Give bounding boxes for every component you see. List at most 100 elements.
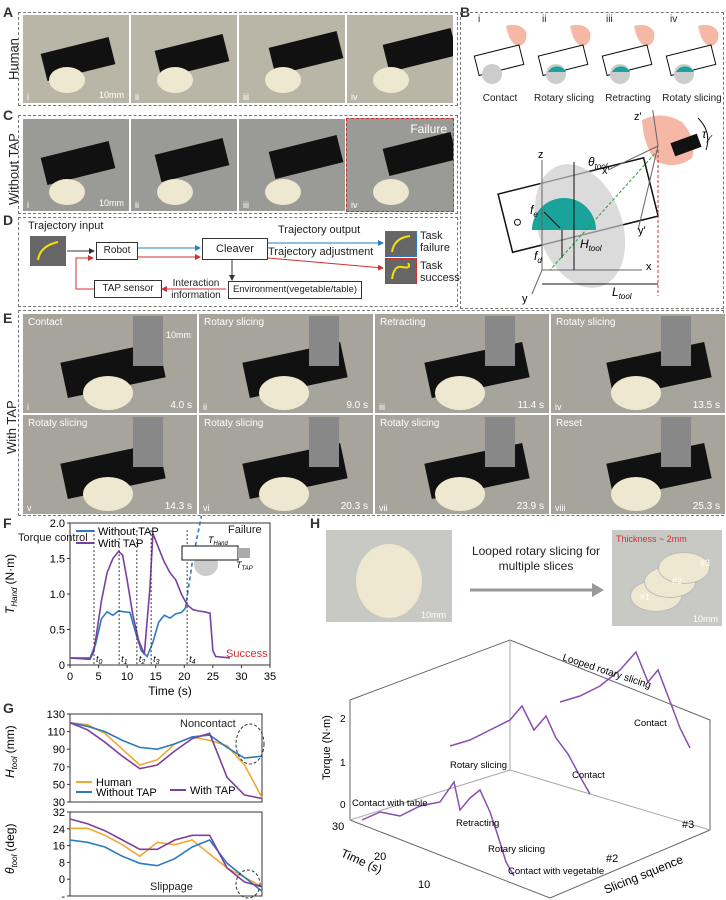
vegetable-photo — [157, 179, 193, 205]
time-marker-label: t3 — [153, 654, 160, 666]
frame-roman: i — [27, 200, 29, 210]
y-tick-label: - — [61, 891, 65, 900]
fe-label: fe — [530, 203, 538, 219]
photo-a-3: iii — [238, 14, 346, 104]
legend-label: With TAP — [190, 785, 235, 797]
frame-caption: Rotaty slicing — [556, 317, 616, 328]
plot3d-ytick-30: 30 — [332, 821, 344, 833]
y-axis — [531, 269, 543, 295]
step-label-3: Retracting — [605, 93, 651, 104]
x-tick-label: 30 — [235, 671, 247, 683]
slices-photo-scale: 10mm — [692, 614, 718, 624]
panel-d-frame — [18, 217, 458, 307]
trajectory-curve-icon — [37, 241, 59, 261]
frame-time: 20.3 s — [340, 501, 368, 512]
vegetable-photo — [611, 376, 661, 410]
x-tick-label: 25 — [207, 671, 219, 683]
series-line-1 — [69, 839, 263, 892]
robot-arm-photo — [309, 316, 339, 366]
theta-tool-label: θtool — [588, 155, 608, 171]
frame-caption: Retracting — [380, 317, 426, 328]
frame-time: 9.0 s — [346, 400, 368, 411]
vegetable-photo — [49, 179, 85, 205]
y-axis-label: θtool(deg) — [3, 824, 19, 874]
interaction-information-label: Interaction information — [171, 278, 221, 301]
vegetable-slice-photo — [356, 544, 422, 618]
inset-cleaver — [181, 545, 239, 561]
panel-d-arrows — [67, 240, 384, 292]
panel-letter-a: A — [3, 4, 14, 20]
green-dashed-line — [549, 149, 659, 271]
y-tick-label: 2.0 — [50, 518, 65, 530]
photo-e-4: Rotaty slicing 13.5 s iv — [550, 313, 726, 414]
vegetable-photo — [435, 376, 485, 410]
vegetable-photo — [265, 179, 301, 205]
inset-t-tap: TTAP — [236, 560, 253, 572]
step-label-1: Contact — [482, 93, 518, 104]
scale-bar-label: 10mm — [165, 330, 191, 340]
y-tick-label: 0 — [59, 874, 65, 886]
series-line-0 — [70, 607, 186, 659]
y-label: y — [522, 293, 528, 305]
y-tick-label: 70 — [53, 762, 65, 774]
frame-roman: iv — [351, 200, 358, 210]
plot3d: Looped rotary slicing Torque (N·m) 2 1 0… — [321, 639, 711, 899]
robot-arm-photo — [133, 417, 163, 467]
failure-curve-icon — [391, 235, 411, 253]
l-tool-label: Ltool — [612, 285, 632, 301]
frame-caption: Rotaty slicing — [28, 418, 88, 429]
y-tick-label: 24 — [53, 824, 65, 836]
plot-frame — [69, 713, 263, 803]
frame-roman: iv — [555, 402, 562, 412]
tool-geometry-diagram: z x y z' x' y' θtool τy' fe fd Htool Lto… — [497, 110, 713, 305]
thickness-label: Thickness ~ 2mm — [616, 534, 687, 544]
vegetable-photo — [83, 477, 133, 511]
x-prime-label: x' — [602, 165, 610, 177]
slippage-label: Slippage — [150, 881, 193, 893]
frame-roman: iv — [351, 92, 358, 102]
step-roman-4: iv — [670, 14, 678, 25]
step-roman-1: i — [478, 14, 481, 25]
slice-label-2: #2 — [672, 576, 683, 586]
fd-label: fd — [534, 249, 542, 265]
y-axis-label: Htool(mm) — [3, 725, 19, 778]
frame-caption: Rotaty slicing — [204, 418, 264, 429]
y-tick-label: 1.5 — [50, 554, 65, 566]
failure-label: Failure — [228, 524, 262, 536]
trajectory-input-label: Trajectory input — [28, 220, 104, 232]
step-illustration-3 — [601, 24, 655, 84]
plot3d-floor-right — [509, 769, 711, 831]
frame-caption: Reset — [556, 418, 583, 429]
frame-roman: viii — [555, 503, 566, 513]
step-label-4: Rotaty slicing — [662, 93, 722, 104]
y-tick-label: 130 — [47, 709, 65, 721]
series-line-2 — [69, 818, 263, 888]
slice-3 — [658, 552, 710, 584]
time-marker-label: t4 — [189, 654, 196, 666]
frame-roman: iii — [379, 402, 385, 412]
series-line-2 — [69, 533, 231, 661]
failure-tag: Failure — [410, 122, 447, 136]
frame-time: 23.9 s — [516, 501, 544, 512]
frame-caption: Contact — [28, 317, 63, 328]
frame-time: 13.5 s — [692, 400, 720, 411]
plot3d-ztick-2: 2 — [340, 714, 346, 725]
y-prime-label: y' — [638, 225, 646, 237]
panel-letter-f: F — [3, 515, 12, 531]
y-tick-label: 0 — [59, 660, 65, 672]
legend-label: Human — [96, 777, 131, 789]
plot3d-box — [349, 639, 711, 899]
frame-roman: iii — [243, 92, 249, 102]
step-illustration-1 — [473, 24, 527, 84]
z-label: z — [538, 149, 544, 161]
frame-roman: v — [27, 503, 32, 513]
step-illustration-4 — [665, 24, 719, 84]
vegetable-photo — [373, 179, 409, 205]
robot-arm-photo — [309, 417, 339, 467]
x-tick-label: 0 — [67, 671, 73, 683]
